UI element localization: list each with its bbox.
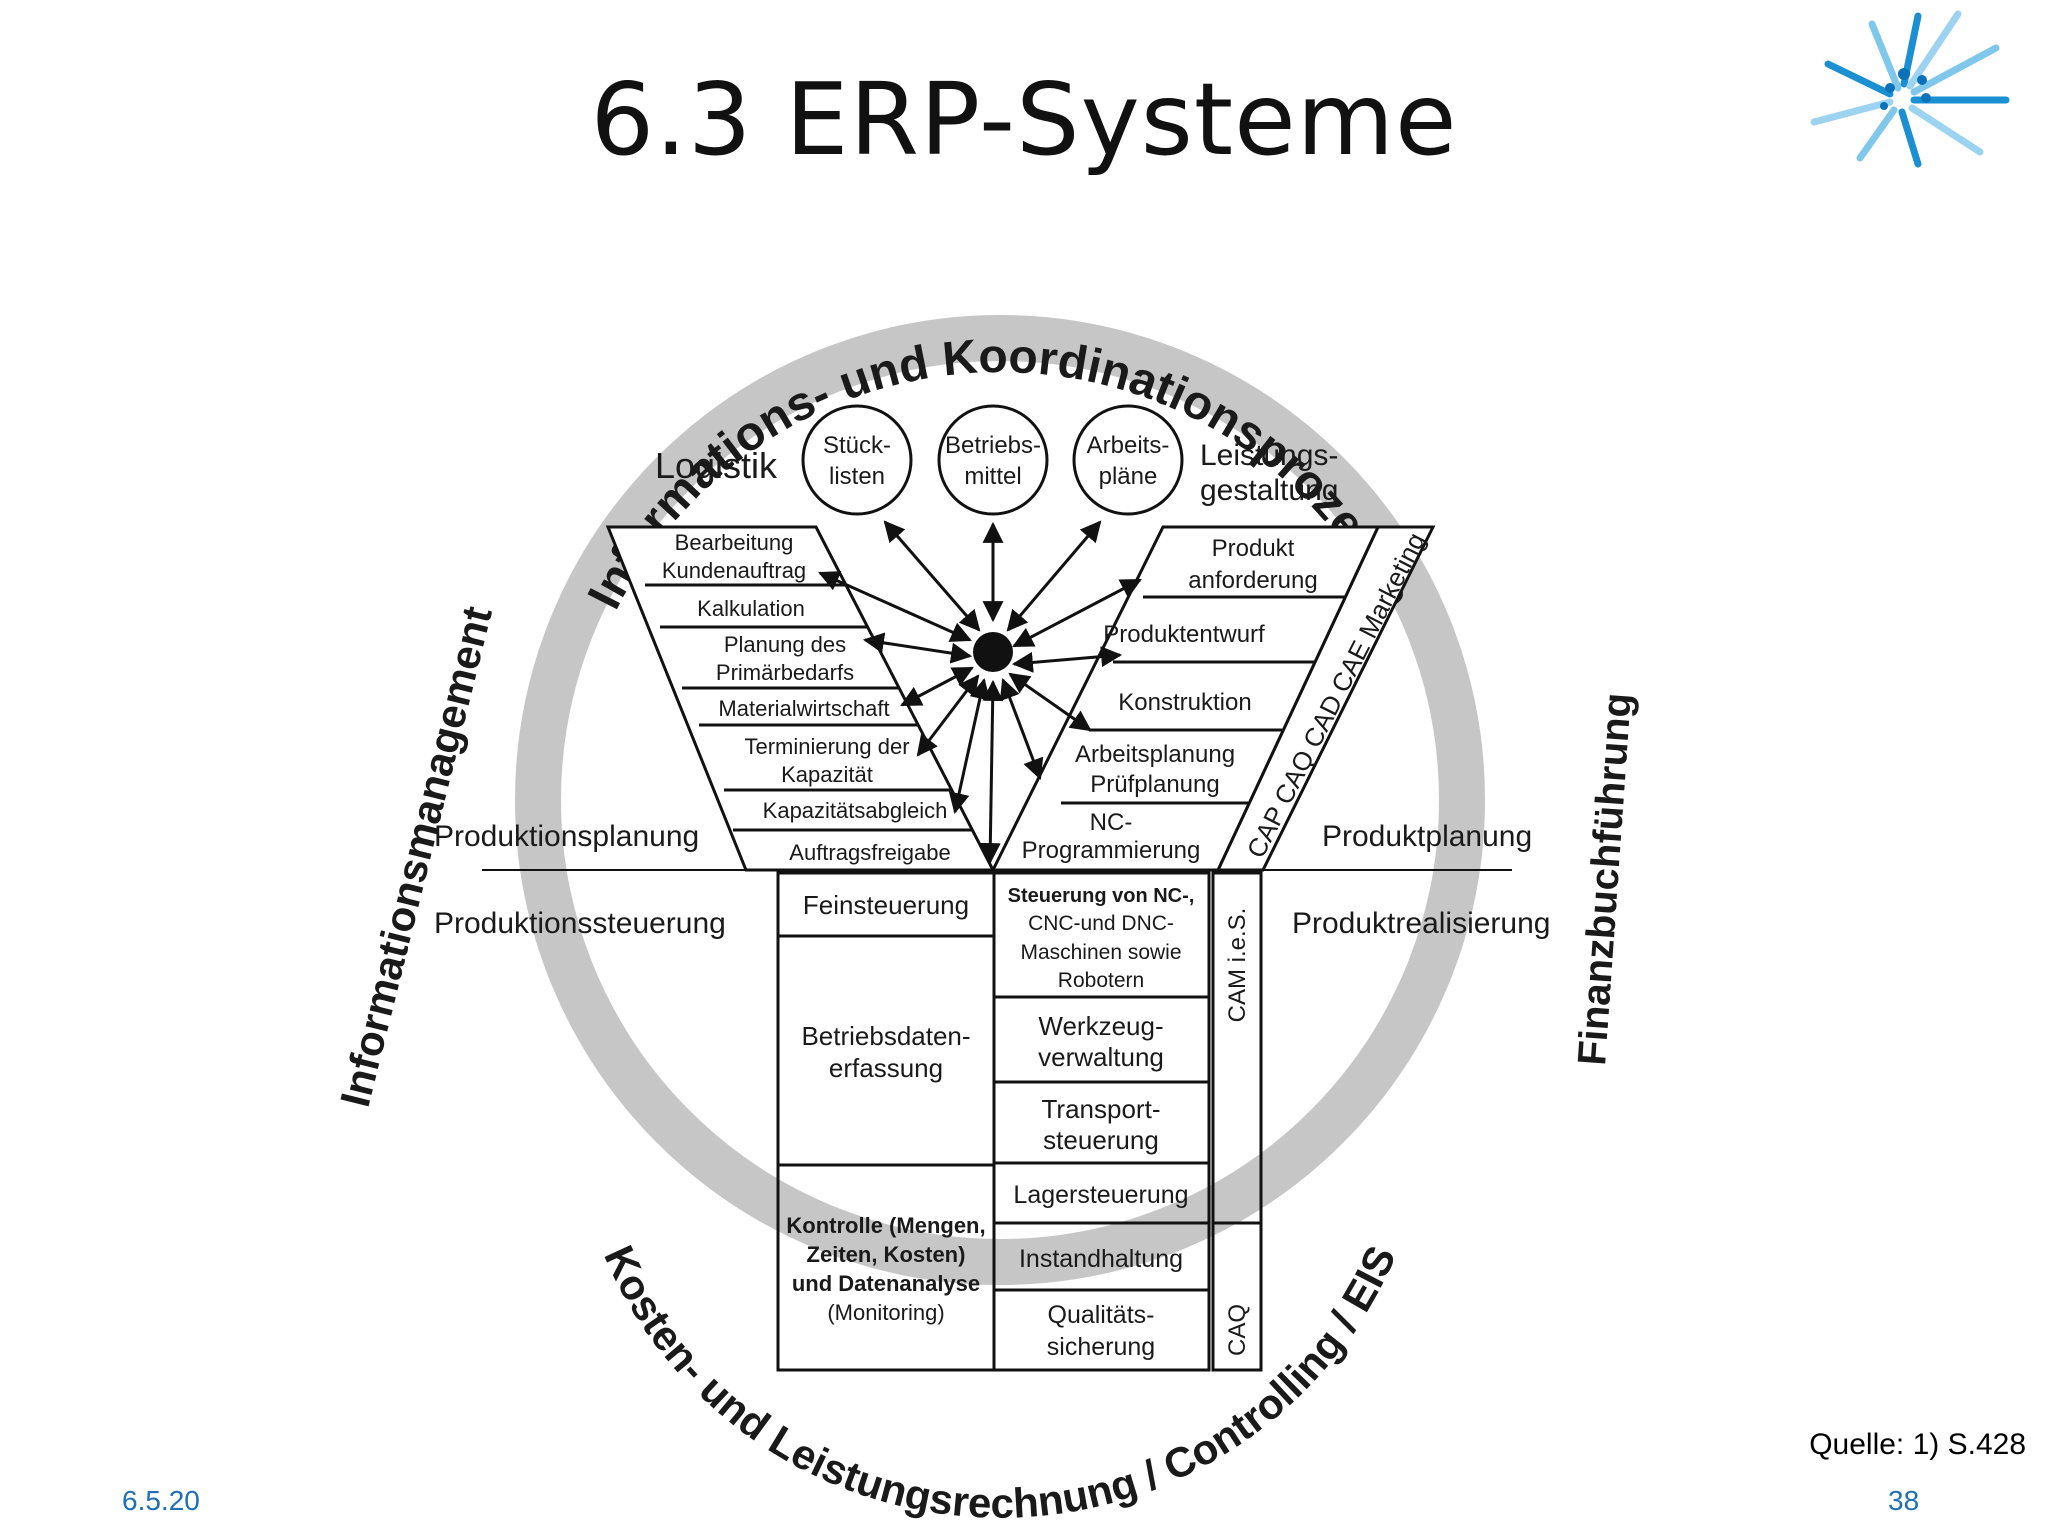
produktplanung-label: Produktplanung [1322,820,1532,853]
svg-text:Betriebsdaten-: Betriebsdaten- [801,1021,970,1051]
logo-icon [1810,10,2010,168]
hub-dot [973,632,1013,672]
svg-text:Auftragsfreigabe: Auftragsfreigabe [789,840,950,865]
svg-text:Qualitäts-: Qualitäts- [1048,1301,1155,1329]
lower-right-labels: Steuerung von NC-, CNC-und DNC- Maschine… [1008,885,1195,1361]
svg-text:Materialwirtschaft: Materialwirtschaft [718,696,889,721]
svg-text:Betriebs-: Betriebs- [945,432,1041,459]
cam-ies-label: CAM i.e.S. [1224,908,1251,1023]
source-label: Quelle: 1) S.428 [1809,1428,2026,1461]
svg-text:Werkzeug-: Werkzeug- [1038,1011,1163,1041]
svg-text:Kalkulation: Kalkulation [697,596,805,621]
produktrealisierung-label: Produktrealisierung [1292,907,1550,940]
svg-text:Bearbeitung: Bearbeitung [675,530,794,555]
svg-text:Arbeits-: Arbeits- [1087,432,1170,459]
ring-label-left: Informationsmanagement [331,602,501,1112]
right-funnel-labels: Produkt anforderung Produktentwurf Konst… [1022,535,1318,864]
svg-text:Stück-: Stück- [823,432,891,459]
ring-label-right: Finanzbuchführung [1570,691,1640,1066]
lower-left-labels: Feinsteuerung Betriebsdaten- erfassung K… [786,890,985,1325]
svg-text:verwaltung: verwaltung [1038,1042,1164,1072]
svg-text:und Datenanalyse: und Datenanalyse [792,1271,980,1296]
svg-text:Lagersteuerung: Lagersteuerung [1013,1181,1188,1209]
svg-text:steuerung: steuerung [1043,1125,1159,1155]
svg-text:Feinsteuerung: Feinsteuerung [803,890,969,920]
svg-text:Kapazität: Kapazität [781,762,873,787]
produktionsplanung-label: Produktionsplanung [434,820,699,853]
svg-text:Maschinen sowie: Maschinen sowie [1020,941,1181,964]
produktionssteuerung-label: Produktionssteuerung [434,907,726,940]
svg-text:erfassung: erfassung [829,1053,943,1083]
svg-text:Konstruktion: Konstruktion [1118,689,1251,716]
svg-text:Programmierung: Programmierung [1022,837,1201,864]
svg-text:Kundenauftrag: Kundenauftrag [662,558,806,583]
svg-text:Prüfplanung: Prüfplanung [1090,771,1219,798]
left-funnel-labels: Bearbeitung Kundenauftrag Kalkulation Pl… [662,530,951,865]
leistungsgestaltung-label-1: Leistungs- [1200,439,1338,472]
hub-arrows [818,520,1142,865]
svg-text:Kapazitätsabgleich: Kapazitätsabgleich [763,798,948,823]
slide-title: 6.3 ERP-Systeme [590,61,1458,178]
svg-text:(Monitoring): (Monitoring) [827,1300,944,1325]
svg-text:Steuerung von NC-,: Steuerung von NC-, [1008,885,1195,907]
svg-text:Produktentwurf: Produktentwurf [1103,621,1265,648]
caq-side-label: CAQ [1224,1304,1251,1356]
page-number: 38 [1888,1485,1920,1516]
svg-text:Transport-: Transport- [1042,1094,1161,1124]
svg-text:Zeiten, Kosten): Zeiten, Kosten) [807,1242,966,1267]
svg-text:sicherung: sicherung [1047,1333,1155,1361]
svg-text:listen: listen [829,463,885,490]
svg-text:Kontrolle (Mengen,: Kontrolle (Mengen, [786,1213,985,1238]
svg-text:Primärbedarfs: Primärbedarfs [716,660,854,685]
svg-text:Robotern: Robotern [1058,969,1144,992]
lower-table [776,871,1263,1372]
svg-text:anforderung: anforderung [1188,567,1317,594]
svg-text:NC-: NC- [1090,809,1133,836]
svg-text:CNC-und DNC-: CNC-und DNC- [1028,912,1174,935]
circle-stuecklisten: Stück- listen [801,404,913,516]
svg-text:mittel: mittel [964,463,1021,490]
footer-date: 6.5.20 [122,1485,200,1516]
process-ring [515,315,1485,1285]
svg-text:pläne: pläne [1099,463,1158,490]
circle-betriebsmittel: Betriebs- mittel [937,404,1049,516]
svg-text:Planung des: Planung des [724,632,846,657]
circle-arbeitsplaene: Arbeits- pläne [1072,404,1184,516]
svg-text:Arbeitsplanung: Arbeitsplanung [1075,741,1235,768]
svg-text:Produkt: Produkt [1212,535,1295,562]
leistungsgestaltung-label-2: gestaltung [1200,474,1338,507]
logistik-label: Logistik [655,445,778,486]
svg-text:Instandhaltung: Instandhaltung [1019,1245,1183,1273]
svg-text:Terminierung der: Terminierung der [744,734,909,759]
